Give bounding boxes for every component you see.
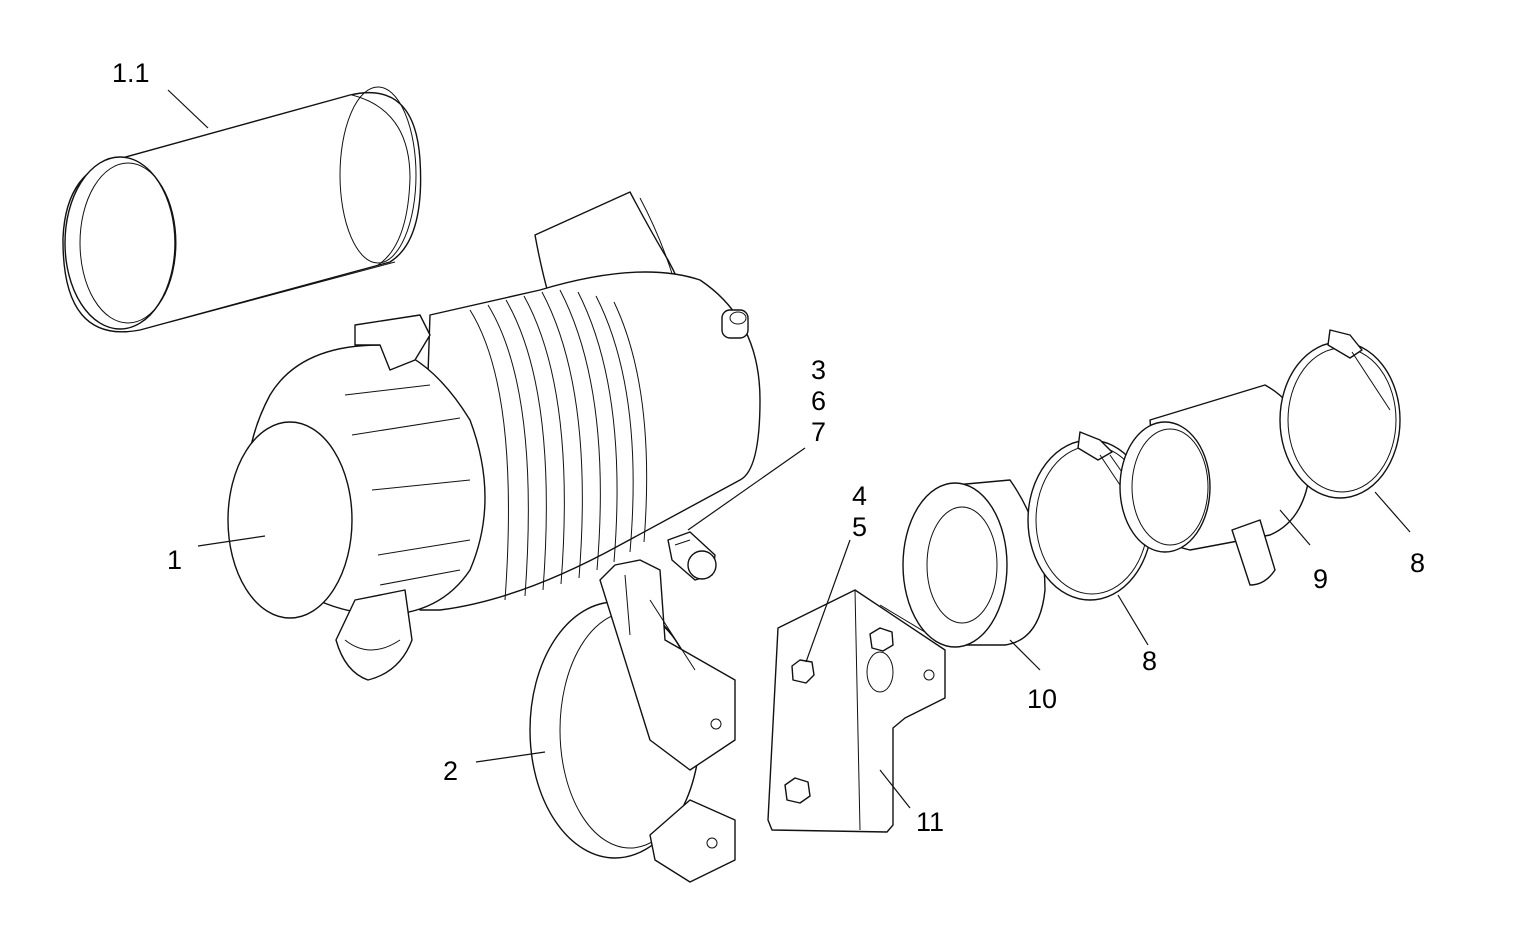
callout-1-1: 1.1 xyxy=(112,58,150,88)
part-3-6-7-fitting xyxy=(667,531,717,581)
leader-lines xyxy=(167,89,1411,809)
callout-2: 2 xyxy=(443,756,459,786)
part-1-air-filter-housing xyxy=(227,191,761,681)
callout-4: 4 xyxy=(852,481,868,511)
part-1-1-filter-cartridge xyxy=(62,86,422,333)
callout-5: 5 xyxy=(852,512,868,542)
callout-9: 9 xyxy=(1313,564,1329,594)
callout-1: 1 xyxy=(167,545,183,575)
callout-10: 10 xyxy=(1027,684,1058,714)
part-8-hose-clamp-right xyxy=(1279,329,1401,499)
callout-6: 6 xyxy=(811,386,827,416)
callout-stack-4-5: 4 5 xyxy=(852,481,867,543)
part-9-connecting-tube xyxy=(1119,384,1311,586)
callout-11: 11 xyxy=(916,807,945,837)
callout-stack-3-6-7: 3 6 7 xyxy=(811,355,826,448)
part-10-rubber-adapter xyxy=(902,479,1046,648)
callout-3: 3 xyxy=(811,355,827,385)
part-2-mounting-band xyxy=(529,559,736,883)
part-11-bracket-plate xyxy=(767,589,946,833)
callout-8-right: 8 xyxy=(1410,548,1426,578)
callout-8-left: 8 xyxy=(1142,646,1158,676)
callout-7: 7 xyxy=(811,417,827,447)
